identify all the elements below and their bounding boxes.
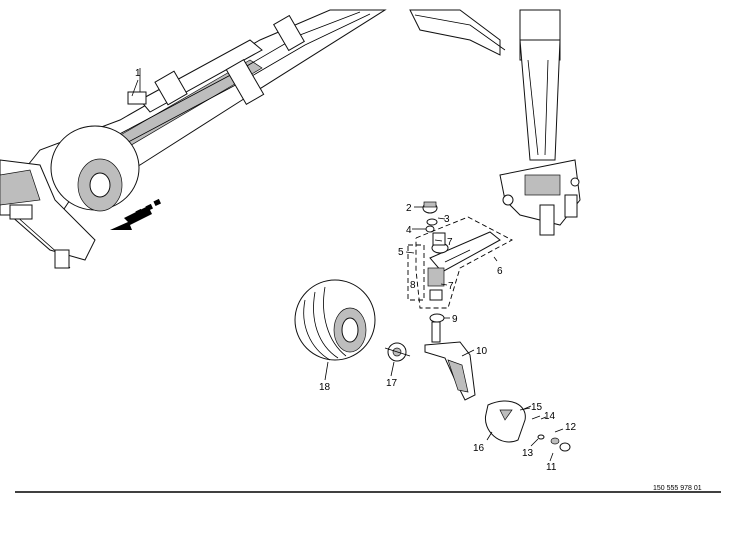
part-2-nut: [422, 201, 438, 214]
callout-2: 2: [406, 203, 412, 214]
leader-lines: [131, 79, 564, 462]
part-10-castor-fork: [424, 321, 476, 401]
part-16-scraper-disc: [484, 400, 526, 443]
part-8-pivot-sleeve: [427, 267, 445, 301]
callout-7-upper: 7: [447, 237, 453, 248]
callout-7-lower: 7: [448, 281, 454, 292]
part-14-bolt: [531, 415, 541, 420]
part-7-bushing: [432, 232, 446, 246]
callout-14: 14: [544, 411, 556, 422]
rear-frame-section: [409, 9, 581, 236]
callout-12: 12: [565, 422, 577, 433]
part-18-tyre: [294, 279, 376, 361]
callout-11: 11: [546, 462, 557, 473]
callout-9: 9: [452, 314, 458, 325]
part-5-group-outline: [407, 244, 425, 301]
callout-8: 8: [410, 280, 416, 291]
part-12-nut: [550, 437, 560, 445]
callout-4: 4: [406, 225, 412, 236]
callout-17: 17: [386, 378, 398, 389]
part-3-washer: [426, 218, 438, 226]
callout-1: 1: [135, 68, 141, 79]
callout-16: 16: [473, 443, 485, 454]
hitch-frame: [0, 159, 96, 269]
callout-13: 13: [522, 448, 534, 459]
callout-18: 18: [319, 382, 331, 393]
callout-3: 3: [444, 214, 450, 225]
callout-10: 10: [476, 346, 488, 357]
callout-6: 6: [497, 266, 503, 277]
travel-direction-arrow: [110, 198, 161, 230]
part-11-cap: [559, 442, 571, 452]
part-13-washer: [537, 434, 545, 440]
callout-15: 15: [531, 402, 543, 413]
drawing-reference-number: 150 555 978 01: [653, 485, 702, 492]
frame-wheel: [50, 125, 140, 212]
part-9-spacer: [429, 313, 445, 323]
callout-5: 5: [398, 247, 404, 258]
part-17-wheel-hub: [384, 342, 411, 362]
part-6-group-outline: [415, 216, 513, 309]
